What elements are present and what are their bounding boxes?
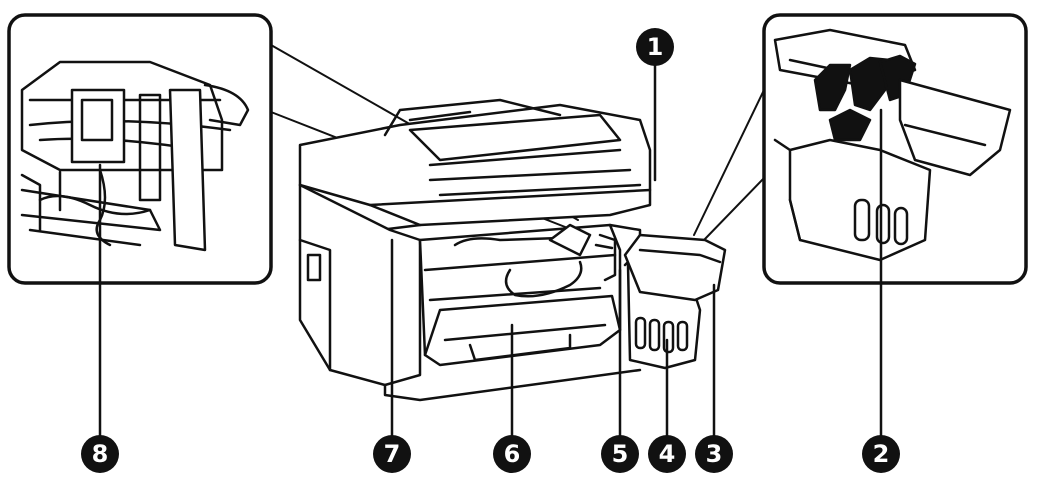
callout-2: 2 <box>862 435 900 473</box>
left-inset-printhead-detail <box>7 13 273 285</box>
callout-5: 5 <box>601 435 639 473</box>
callout-6: 6 <box>493 435 531 473</box>
callout-leaders <box>98 63 883 437</box>
right-inset-ink-caps <box>813 63 852 112</box>
callout-8: 8 <box>81 435 119 473</box>
callout-3: 3 <box>695 435 733 473</box>
ink-tank-cover <box>623 233 727 302</box>
callout-7: 7 <box>373 435 411 473</box>
callout-1: 1 <box>636 28 674 66</box>
callout-4: 4 <box>648 435 686 473</box>
right-inset-frame <box>762 13 1028 285</box>
left-inset-frame <box>7 13 273 285</box>
left-inset-printhead <box>70 88 126 164</box>
main-printer-illustration <box>298 98 727 402</box>
right-inset-tank-lid <box>898 78 1012 177</box>
right-inset-ink-tank-detail <box>762 13 1028 285</box>
